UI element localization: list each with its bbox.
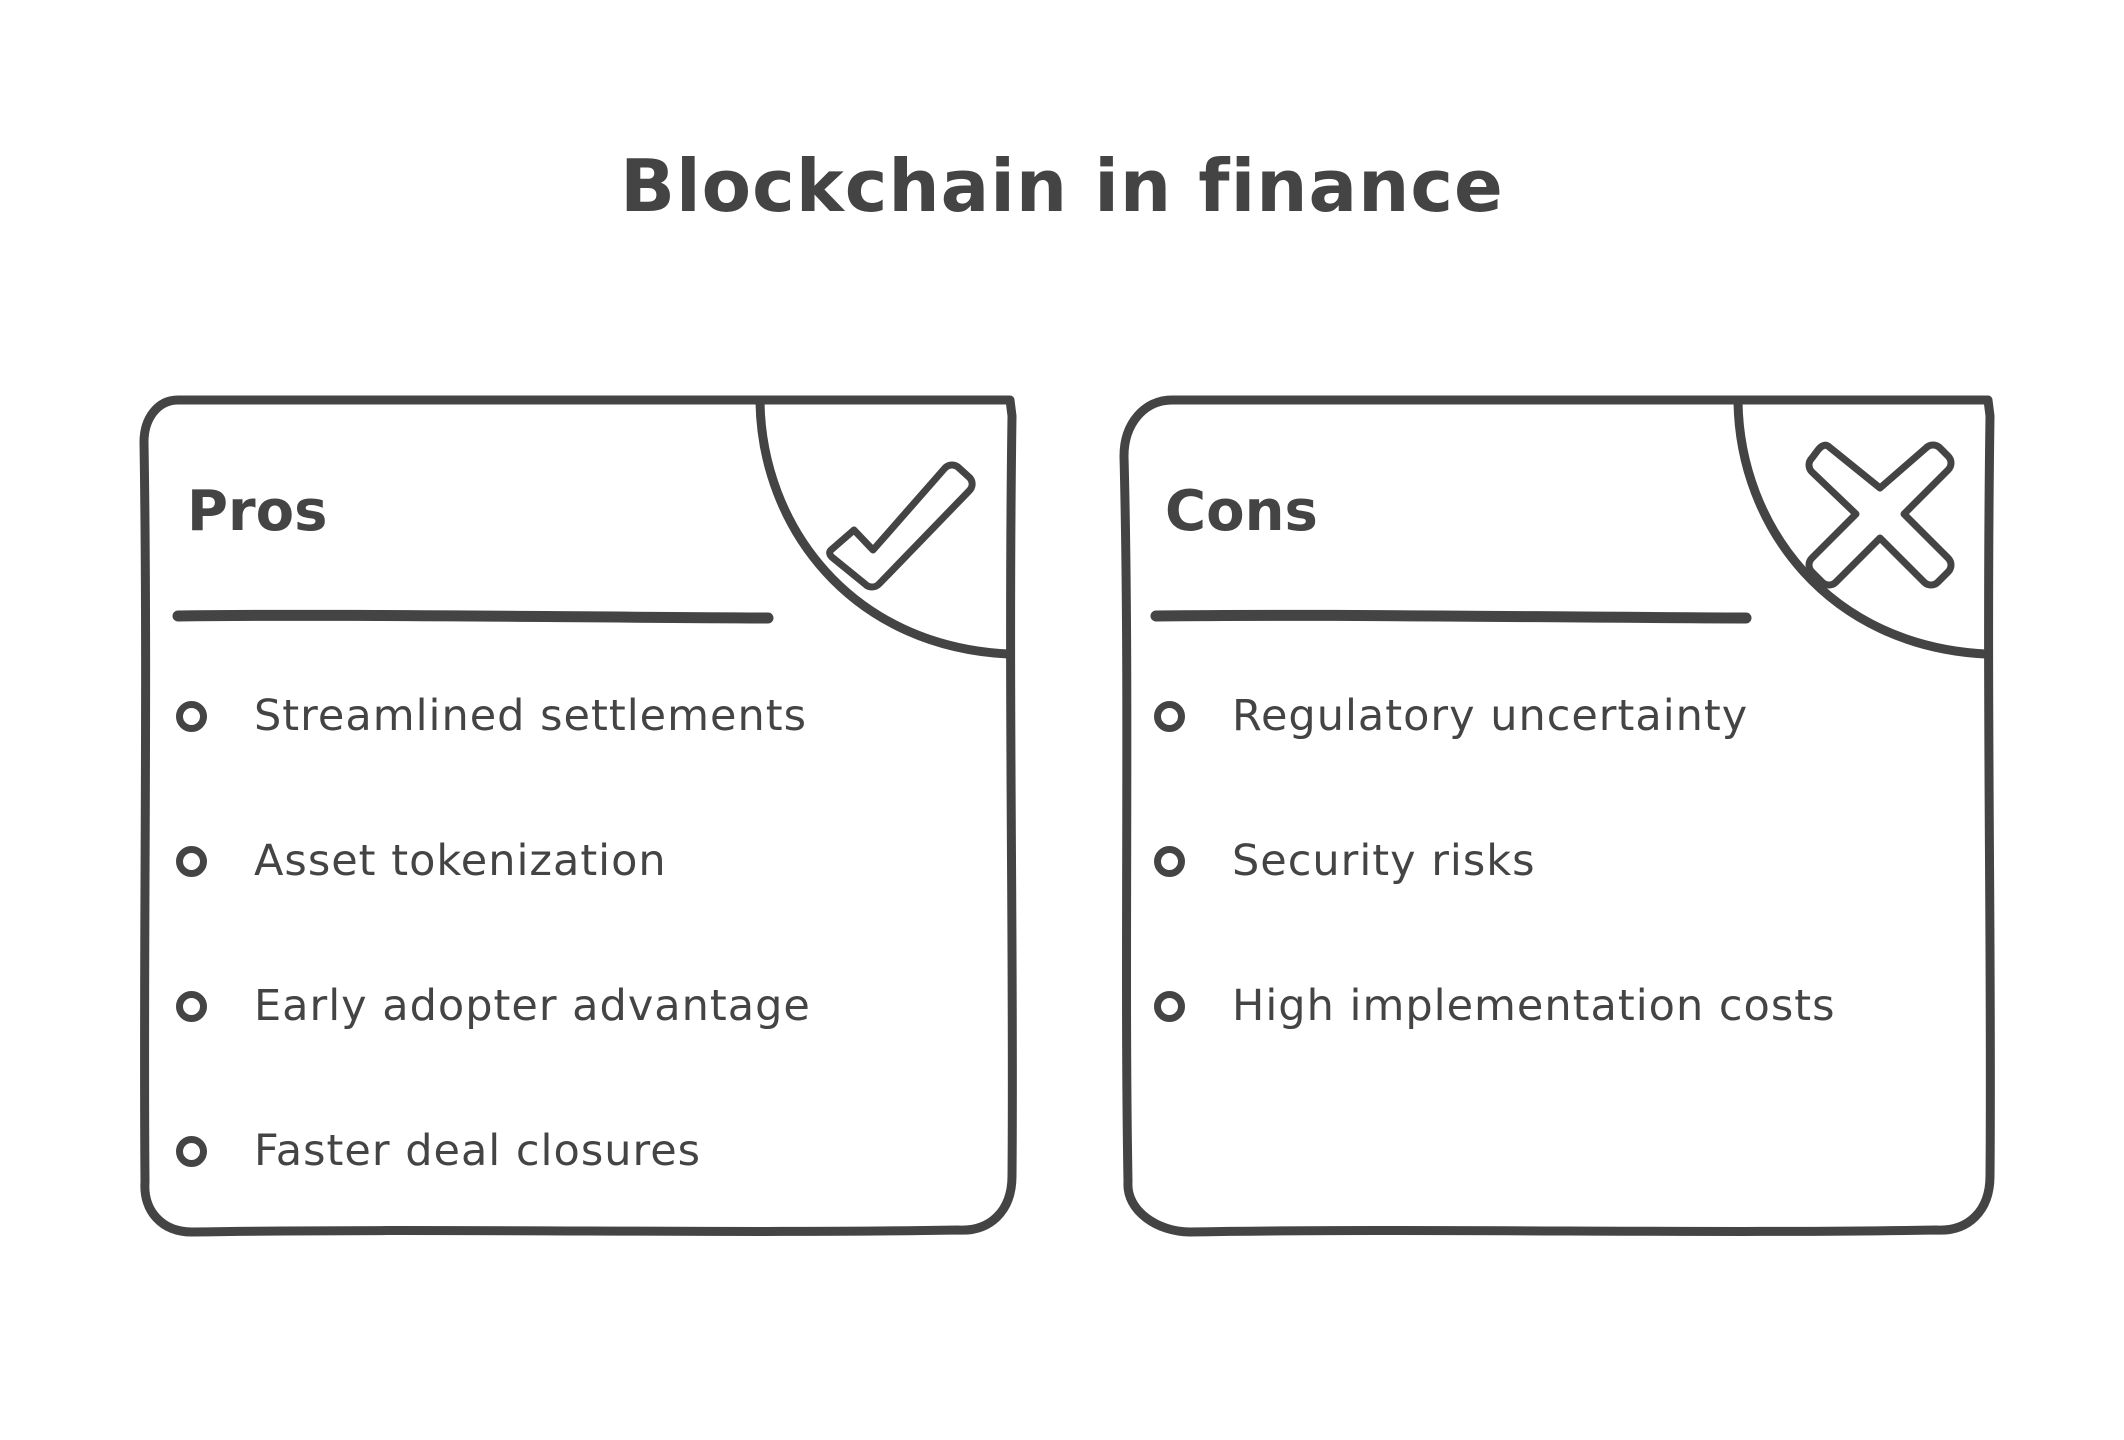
bullet-circle-icon (176, 991, 207, 1022)
list-item-text: Regulatory uncertainty (1232, 691, 1749, 741)
list-item: High implementation costs (1154, 954, 1835, 1099)
pros-card: Pros Streamlined settlements Asset token… (139, 394, 1018, 1237)
bullet-circle-icon (176, 1136, 207, 1167)
pros-list: Streamlined settlements Asset tokenizati… (176, 664, 811, 1244)
pros-heading: Pros (187, 479, 328, 544)
list-item-text: High implementation costs (1232, 981, 1836, 1031)
page-title: Blockchain in finance (620, 144, 1504, 228)
cons-card-frame (1119, 394, 1995, 1237)
list-item: Security risks (1154, 809, 1835, 954)
checkmark-icon (826, 461, 976, 591)
list-item: Asset tokenization (176, 809, 811, 954)
pros-card-frame (139, 394, 1017, 1237)
cons-list: Regulatory uncertainty Security risks Hi… (1154, 664, 1835, 1099)
list-item-text: Early adopter advantage (254, 981, 811, 1031)
cons-heading: Cons (1165, 479, 1318, 544)
list-item-text: Asset tokenization (254, 836, 667, 886)
bullet-circle-icon (1154, 701, 1185, 732)
cons-card: Cons Regulatory uncertainty Security ris… (1118, 394, 1996, 1237)
bullet-circle-icon (176, 701, 207, 732)
list-item-text: Faster deal closures (254, 1126, 702, 1176)
list-item: Regulatory uncertainty (1154, 664, 1835, 809)
list-item-text: Streamlined settlements (254, 691, 807, 741)
list-item: Faster deal closures (176, 1099, 811, 1244)
bullet-circle-icon (176, 846, 207, 877)
bullet-circle-icon (1154, 846, 1185, 877)
list-item-text: Security risks (1232, 836, 1536, 886)
list-item: Early adopter advantage (176, 954, 811, 1099)
bullet-circle-icon (1154, 991, 1185, 1022)
x-mark-icon (1805, 441, 1955, 589)
list-item: Streamlined settlements (176, 664, 811, 809)
